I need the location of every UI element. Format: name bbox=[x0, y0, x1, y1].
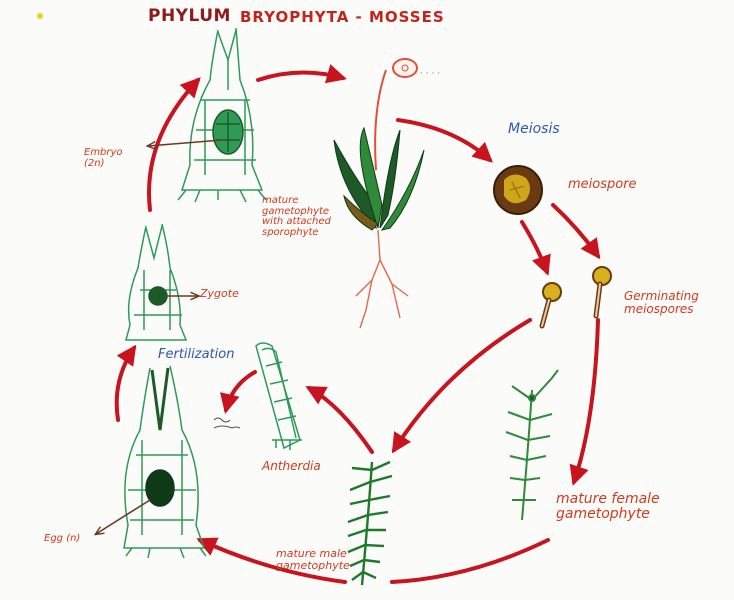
label-meiosis: Meiosis bbox=[508, 121, 560, 137]
embryo-pointer bbox=[148, 139, 223, 146]
capsule bbox=[392, 58, 418, 78]
embryo-archegonium bbox=[177, 27, 267, 203]
label-antherdia: Antherdia bbox=[262, 459, 321, 473]
male-gametophyte-plant bbox=[347, 460, 393, 586]
rhizoids bbox=[355, 229, 409, 329]
germinating-meiospores bbox=[539, 266, 612, 329]
arrow-germ-to-female bbox=[569, 318, 600, 486]
arrow-antheridia-to-sperm bbox=[220, 370, 257, 414]
label-zygote: Zygote bbox=[200, 287, 239, 300]
arrow-sporophyte-to-meiosis bbox=[396, 118, 493, 163]
zygote-cell bbox=[148, 286, 168, 306]
arrow-zygote-to-embryo bbox=[147, 77, 201, 212]
cycle-arrows bbox=[114, 64, 601, 584]
antheridia-structure bbox=[255, 342, 302, 450]
title-phylum: PHYLUM bbox=[148, 6, 231, 26]
label-mature-male: mature male gametophyte bbox=[276, 547, 350, 572]
arrow-female-to-bottom bbox=[390, 538, 550, 584]
label-embryo: Embryo (2n) bbox=[84, 147, 123, 169]
sperm-icon bbox=[213, 417, 241, 429]
arrow-meiospore-to-germ-right bbox=[551, 203, 601, 260]
arrow-egg-to-zygote bbox=[114, 344, 137, 422]
zygote-archegonium bbox=[125, 223, 188, 341]
svg-text:· · · ·: · · · · bbox=[420, 69, 440, 79]
egg-cell bbox=[145, 469, 175, 507]
label-germinating: Germinating meiospores bbox=[624, 289, 699, 316]
arrow-male-to-archegonium bbox=[196, 537, 347, 584]
seta bbox=[374, 69, 387, 171]
title-bryophyta: BRYOPHYTA - MOSSES bbox=[240, 8, 445, 26]
female-gametophyte-plant bbox=[505, 369, 559, 521]
egg-pointer bbox=[96, 499, 151, 534]
arrow-meiospore-to-germ-left bbox=[520, 220, 551, 276]
corner-dot bbox=[37, 13, 43, 19]
egg-archegonium bbox=[123, 365, 207, 559]
mature-sporophyte-plant: · · · · bbox=[333, 58, 440, 329]
label-meiospore: meiospore bbox=[568, 177, 637, 192]
label-egg: Egg (n) bbox=[44, 533, 81, 544]
arrow-embryo-to-sporophyte bbox=[256, 64, 347, 84]
label-mature-female: mature female gametophyte bbox=[556, 491, 660, 522]
arrow-germ-to-male bbox=[391, 318, 532, 454]
label-fertilization: Fertilization bbox=[158, 347, 235, 362]
label-mature-sporophyte: mature gametophyte with attached sporoph… bbox=[262, 195, 331, 238]
meiospore-cell bbox=[493, 165, 543, 215]
arrow-male-to-antheridia bbox=[305, 386, 374, 454]
